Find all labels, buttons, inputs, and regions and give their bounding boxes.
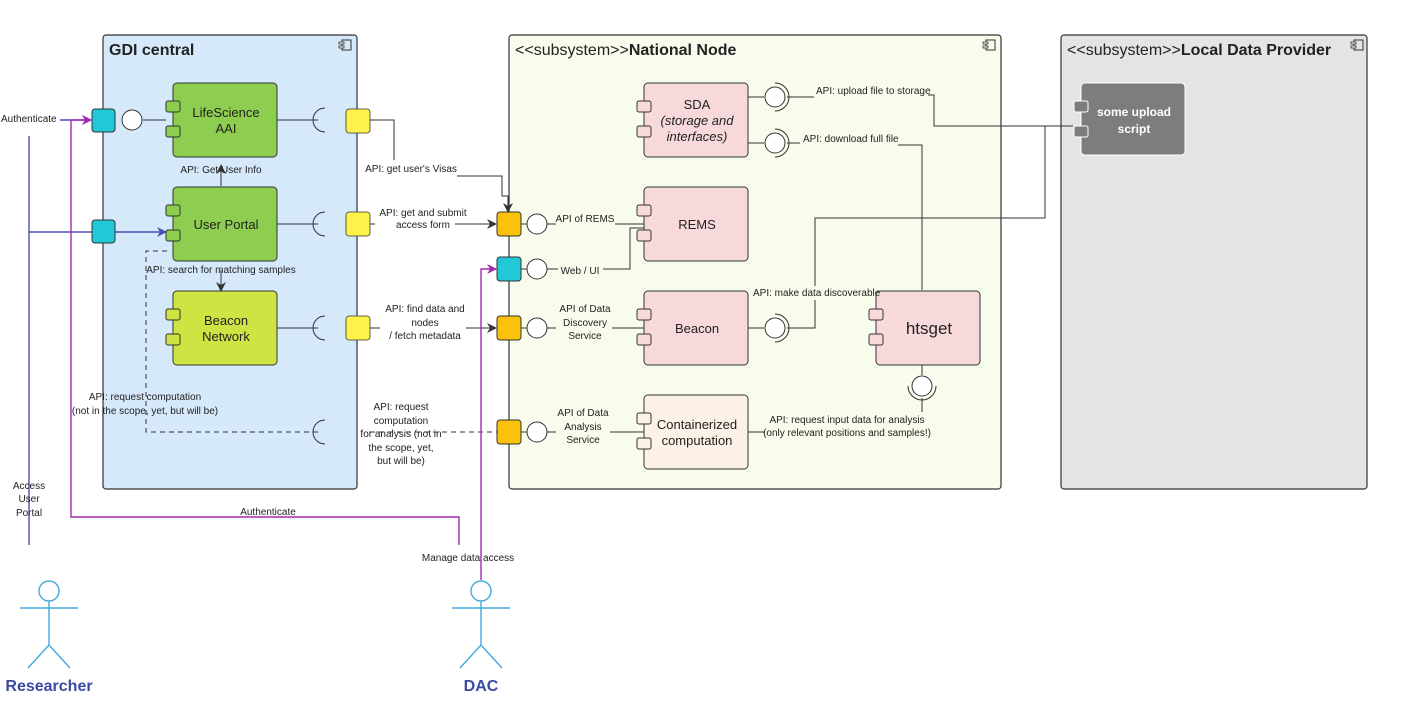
gdi-central-container: GDI central [102,34,358,490]
api-discovery-label-1: API of Data [559,304,611,315]
request-input-label-2: (only relevant positions and samples!) [763,428,931,439]
access-portal-label-1: Access [13,481,45,492]
get-visas-label: API: get user's Visas [365,164,457,175]
web-ui-label: Web / UI [561,266,600,277]
stick-figure-icon [20,580,78,669]
access-portal-label-3: Portal [16,508,42,519]
node-analysis-port [496,419,522,445]
htsget-component: htsget [868,290,981,366]
local-provider-name: Local Data Provider [1181,42,1331,59]
upload-label-2: script [1118,122,1151,136]
gdi-form-port [345,211,371,237]
lsaai-interface-ball [121,109,143,131]
gdi-central-title: GDI central [109,42,194,59]
api-discovery-label-2: Discovery [563,318,607,329]
beacon-label: Beacon [675,321,719,336]
stick-figure-icon [452,580,510,669]
upload-script-component: some upload script [1073,82,1186,156]
manage-access-label: Manage data access [422,553,514,564]
htsget-ball-socket [907,375,937,401]
containerized-computation-component: Containerized computation [636,394,749,470]
request-analysis-label-5: but will be) [377,456,425,467]
api-analysis-label-1: API of Data [557,408,609,419]
analysis-socket [312,419,326,445]
sda-label: SDA [684,97,711,112]
get-user-info-label: API: Get User Info [180,165,262,176]
search-samples-label: API: search for matching samples [146,265,296,276]
beacon-discover-ball-socket [764,313,790,343]
gdi-beacon-port [345,315,371,341]
upload-storage-label: API: upload file to storage [816,86,931,97]
gdi-auth-port [91,108,116,133]
sda-sub-1: (storage and [661,113,735,128]
beacon-network-label-2: Network [202,329,250,344]
visas-socket [312,107,326,133]
local-provider-title: <<subsystem>>Local Data Provider [1067,42,1331,59]
analysis-interface-ball [526,421,548,443]
national-node-container: <<subsystem>>National Node [508,34,1002,490]
sda-component: SDA (storage and interfaces) [636,82,749,158]
request-analysis-label-3: for analysis (not in [360,429,441,440]
node-discovery-port [496,315,522,341]
node-web-port [496,256,522,282]
lsaai-label-1: LifeScience [192,105,259,120]
api-rems-label: API of REMS [556,214,615,225]
container-label-1: Containerized [657,417,737,432]
dac-actor: DAC [452,580,510,695]
container-label-2: computation [662,433,733,448]
rems-interface-ball [526,213,548,235]
rems-component: REMS [636,186,749,262]
lsaai-label-2: AAI [216,121,237,136]
authenticate-label: Authenticate [1,114,57,125]
sda-sub-2: interfaces) [667,129,728,144]
access-form-label-2: access form [396,220,450,231]
upload-label-1: some upload [1097,105,1171,119]
component-icon [982,39,996,51]
discovery-interface-ball [526,317,548,339]
web-interface-ball [526,258,548,280]
component-icon [1350,39,1364,51]
national-node-title: <<subsystem>>National Node [515,42,737,59]
beacon-component: Beacon [636,290,749,366]
htsget-label: htsget [906,319,953,338]
find-data-label-1: API: find data and [385,304,465,315]
api-discovery-label-3: Service [568,331,602,342]
beacon-socket [312,315,326,341]
node-rems-port [496,211,522,237]
sda-download-ball-socket [764,128,790,158]
download-file-label: API: download full file [803,134,899,145]
request-analysis-label-4: the scope, yet, [368,443,433,454]
national-node-stereotype: <<subsystem>> [515,42,629,59]
api-analysis-label-3: Service [566,435,600,446]
make-discoverable-label: API: make data discoverable [753,288,881,299]
request-analysis-label-1: API: request [373,402,428,413]
request-analysis-label-2: computation [374,416,428,427]
request-computation-label-2: (not in the scope, yet, but will be) [72,406,218,417]
gdi-visas-port [345,108,371,134]
gdi-portal-port [91,219,116,244]
dac-label: DAC [464,678,499,695]
request-input-label-1: API: request input data for analysis [769,415,924,426]
authenticate-bottom-label: Authenticate [240,507,296,518]
portal-label: User Portal [193,217,258,232]
national-node-name: National Node [629,42,737,59]
lsaai-component: LifeScience AAI [165,82,278,158]
beacon-network-component: Beacon Network [165,290,278,366]
component-icon [338,39,352,51]
researcher-actor: Researcher [5,580,93,695]
form-socket [312,211,326,237]
api-analysis-label-2: Analysis [564,422,601,433]
access-form-label-1: API: get and submit [379,208,466,219]
rems-label: REMS [678,217,716,232]
local-provider-stereotype: <<subsystem>> [1067,42,1181,59]
beacon-network-label-1: Beacon [204,313,248,328]
researcher-label: Researcher [5,678,92,695]
find-data-label-2: nodes [411,318,438,329]
sda-upload-ball-socket [764,82,790,112]
user-portal-component: User Portal [165,186,278,262]
find-data-label-3: / fetch metadata [389,331,461,342]
request-computation-label-1: API: request computation [89,392,201,403]
access-portal-label-2: User [18,494,40,505]
